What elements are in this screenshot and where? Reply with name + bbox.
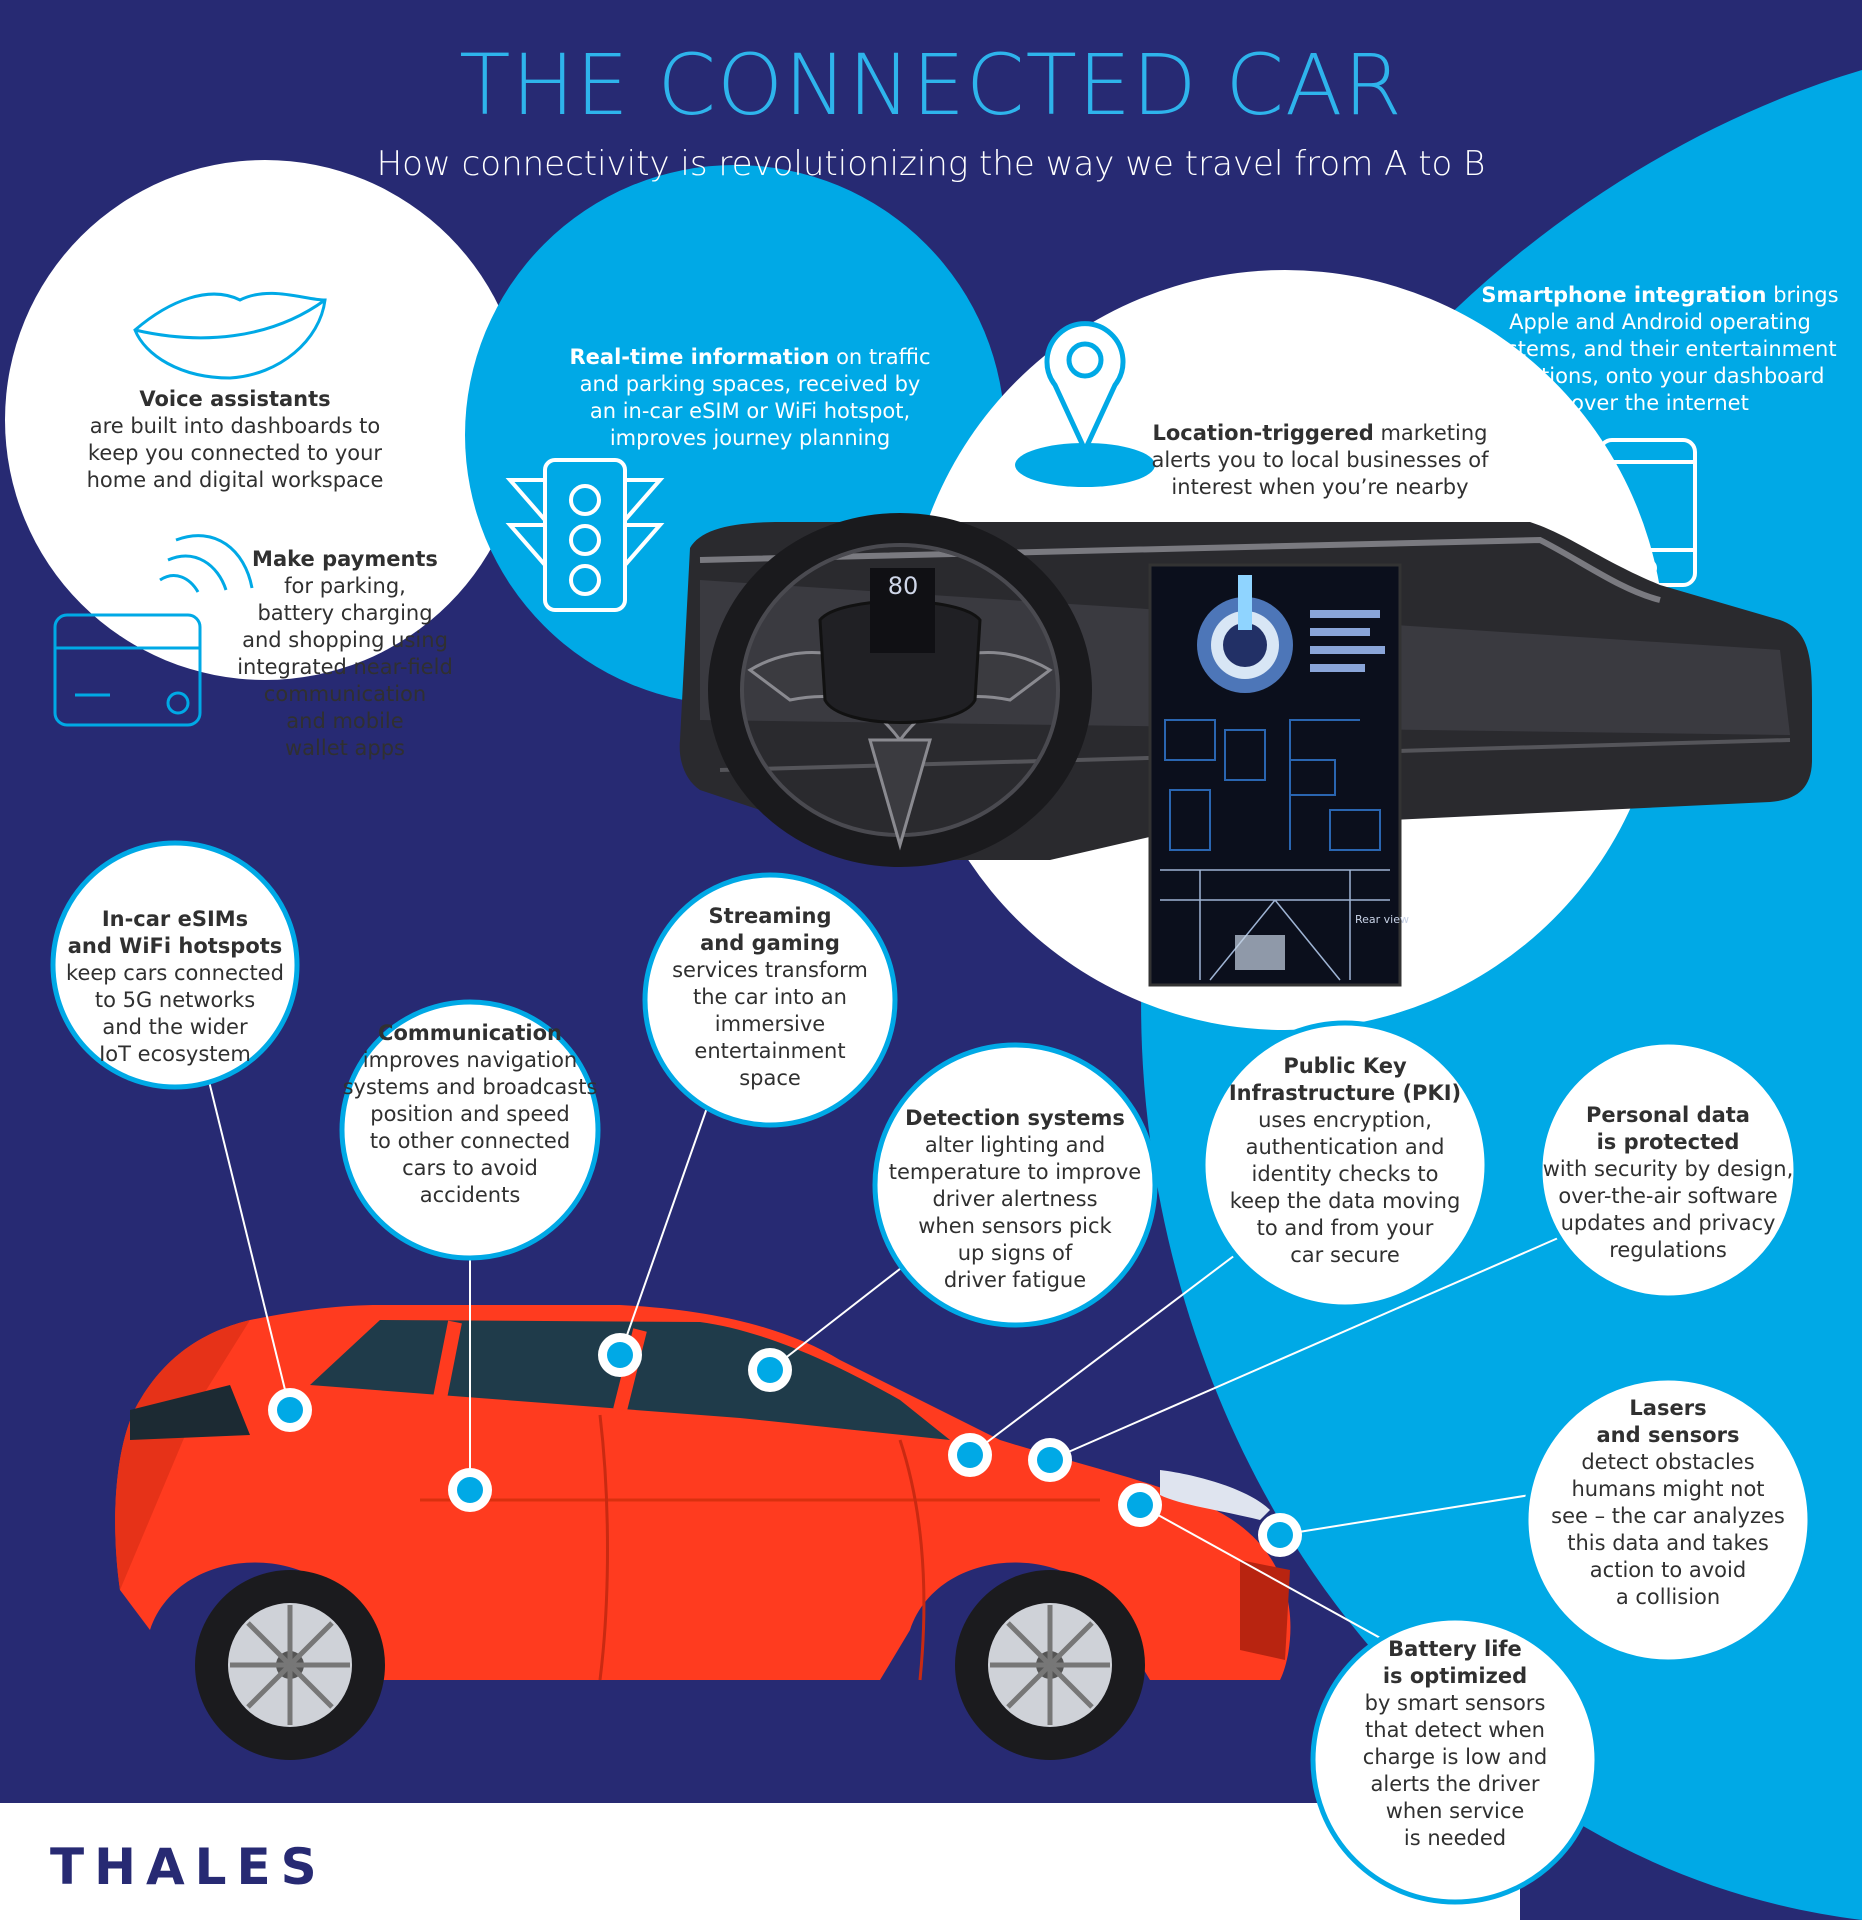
sensor-dots: [268, 1333, 1302, 1557]
voice-assistants-text: Voice assistants are built into dashboar…: [70, 386, 400, 494]
realtime-text: Real-time information on traffic and par…: [569, 345, 931, 450]
realtime-heading: Real-time information: [569, 345, 830, 369]
car-illustration: [115, 1305, 1291, 1760]
location-pin-icon: [1015, 321, 1155, 487]
rear-view-label: Rear view: [1355, 913, 1410, 926]
payment-card-icon: [53, 534, 254, 727]
voice-heading: Voice assistants: [139, 387, 331, 411]
payments-text: Make payments for parking, battery charg…: [230, 546, 460, 762]
detection-text: Detection systems alter lighting and tem…: [888, 1106, 1142, 1292]
location-text: Location-triggered marketing alerts you …: [1151, 421, 1489, 499]
smartphone-text: Smartphone integration brings Apple and …: [1481, 283, 1839, 415]
page-subtitle: How connectivity is revolutionizing the …: [376, 144, 1486, 184]
lasers-text: Lasers and sensors detect obstacles huma…: [1551, 1396, 1785, 1609]
thales-logo: THALES: [50, 1838, 327, 1896]
personal-data-text: Personal data is protected with security…: [1542, 1103, 1794, 1262]
payments-heading: Make payments: [252, 547, 438, 571]
traffic-light-icon: [505, 458, 665, 612]
feature-bubbles: [50, 840, 1813, 1905]
voice-circle: [5, 160, 525, 680]
leader-lines: [204, 1064, 1566, 1661]
esim-text: In-car eSIMs and WiFi hotspots keep cars…: [66, 907, 284, 1066]
lips-icon: [133, 291, 327, 380]
streaming-text: Streaming and gaming services transform …: [672, 904, 868, 1090]
speed-readout: 80: [887, 572, 919, 600]
communication-text: Communication improves navigation system…: [342, 1021, 598, 1207]
battery-text: Battery life is optimized by smart senso…: [1362, 1637, 1548, 1850]
page-title: THE CONNECTED CAR: [459, 36, 1403, 134]
smartphone-heading: Smartphone integration: [1481, 283, 1767, 307]
location-heading: Location-triggered: [1152, 421, 1374, 445]
pki-text: Public Key Infrastructure (PKI) uses enc…: [1228, 1054, 1462, 1267]
dashboard-illustration: [679, 513, 1812, 987]
